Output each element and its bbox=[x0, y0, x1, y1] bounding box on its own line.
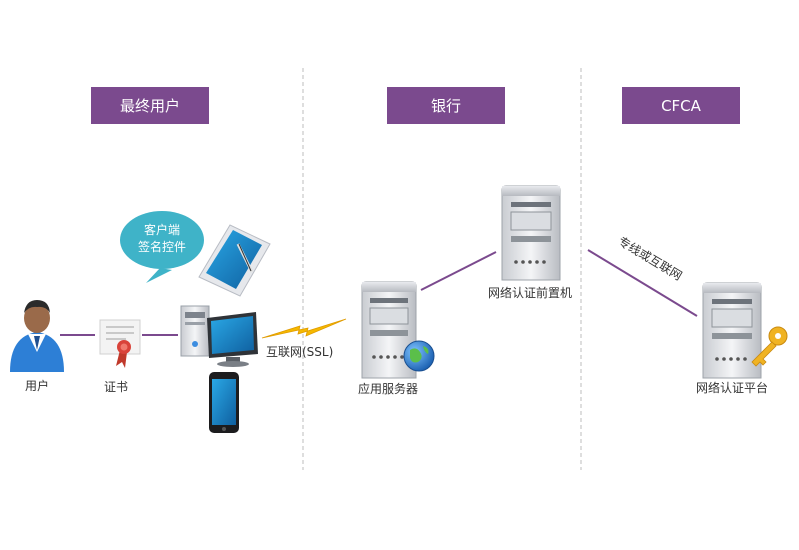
auth-platform-server-icon bbox=[702, 282, 762, 379]
user-avatar-icon bbox=[10, 300, 64, 372]
connector-front-platform bbox=[587, 249, 698, 317]
front-server-icon bbox=[501, 185, 561, 281]
connector-appserver-front bbox=[420, 251, 497, 291]
app-server-icon bbox=[361, 281, 417, 379]
certificate-label: 证书 bbox=[104, 380, 129, 394]
app-server-label: 应用服务器 bbox=[358, 382, 419, 396]
smartphone-icon bbox=[209, 372, 239, 433]
key-icon bbox=[751, 326, 788, 367]
bubble-text-line2: 签名控件 bbox=[138, 239, 186, 254]
header-cfca: CFCA bbox=[622, 87, 740, 124]
globe-icon bbox=[403, 340, 435, 372]
lightning-icon bbox=[261, 318, 347, 339]
tablet-icon bbox=[198, 224, 271, 297]
internet-ssl-label: 互联网(SSL) bbox=[266, 345, 334, 359]
user-label: 用户 bbox=[25, 379, 50, 393]
client-bubble: 客户端 签名控件 bbox=[120, 211, 204, 283]
computer-icon bbox=[180, 305, 258, 367]
certificate-icon bbox=[99, 319, 141, 368]
auth-platform-label: 网络认证平台 bbox=[696, 381, 769, 395]
dedicated-line-label: 专线或互联网 bbox=[616, 233, 685, 283]
header-bank: 银行 bbox=[387, 87, 505, 124]
bubble-text-line1: 客户端 bbox=[144, 222, 180, 237]
front-server-label: 网络认证前置机 bbox=[488, 286, 573, 300]
header-end-user: 最终用户 bbox=[91, 87, 209, 124]
